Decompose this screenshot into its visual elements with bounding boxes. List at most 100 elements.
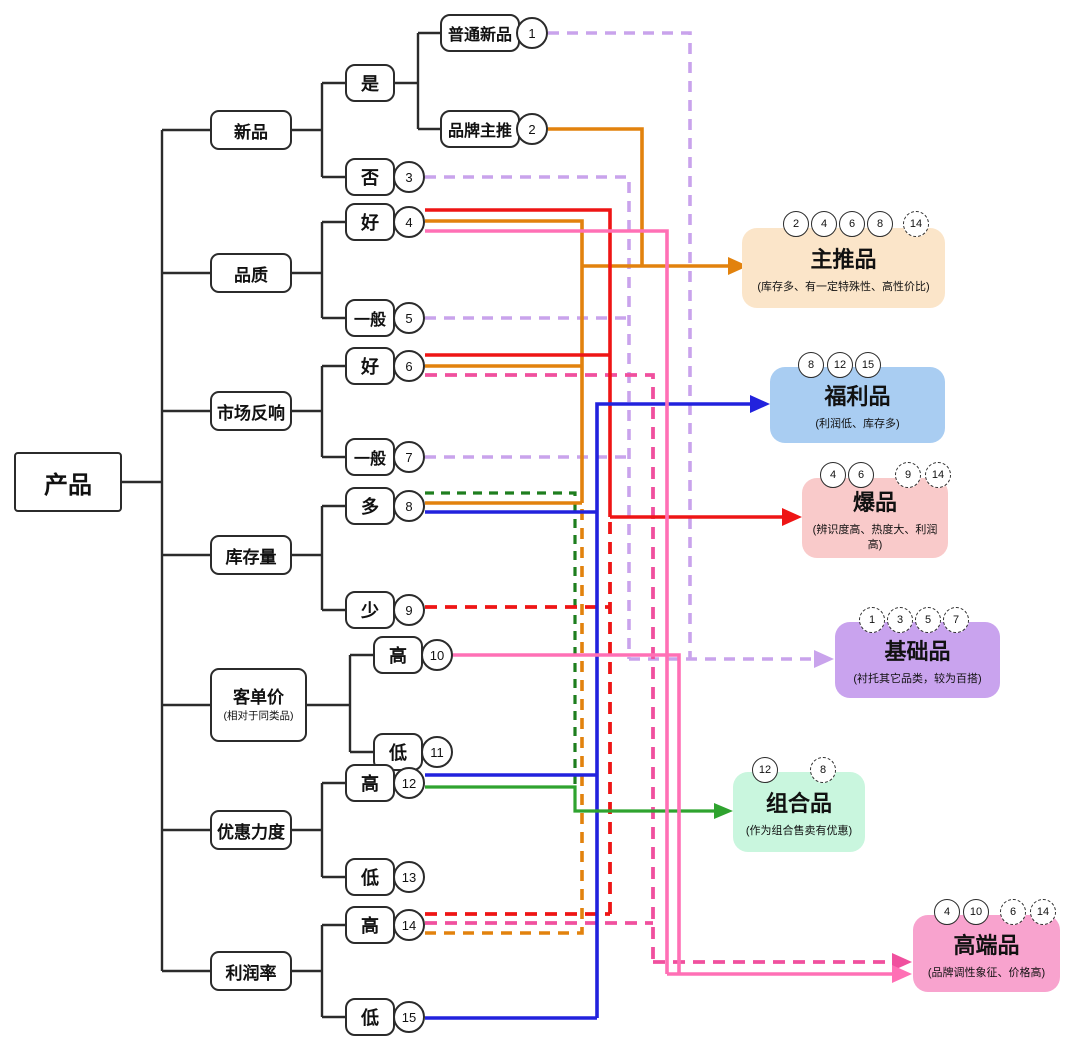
node-profit-low: 低: [345, 998, 395, 1036]
category-subtitle: (库存多、有一定特殊性、高性价比): [757, 281, 930, 294]
node-price-high: 高: [373, 636, 423, 674]
node-number: 7: [405, 449, 413, 465]
node-number: 8: [405, 498, 413, 514]
branch-quality: 品质: [210, 253, 292, 293]
node-number: 1: [528, 25, 536, 41]
node-label: 多: [361, 497, 379, 517]
node-label: 少: [361, 601, 379, 621]
badge-4: 4: [811, 211, 837, 237]
node-brand-push: 品牌主推: [440, 110, 520, 148]
category-title: 基础品: [884, 639, 951, 665]
category-title: 高端品: [953, 932, 1020, 958]
branch-discount: 优惠力度: [210, 810, 292, 850]
category-hot: 爆品 (辨识度高、热度大、利润高): [802, 478, 948, 558]
node-number-15: 15: [393, 1001, 425, 1033]
category-welfare: 福利品 (利润低、库存多): [770, 367, 945, 443]
node-number-14: 14: [393, 909, 425, 941]
arrowhead-mainpush: [728, 257, 748, 275]
branch-label: 优惠力度: [217, 822, 285, 842]
category-title: 组合品: [765, 791, 832, 817]
badge-8: 8: [798, 352, 824, 378]
node-market-normal: 一般: [345, 438, 395, 476]
tree-connectors: [122, 31, 440, 1019]
branch-label: 库存量: [225, 547, 277, 567]
node-number: 14: [401, 917, 417, 933]
badge-12: 12: [827, 352, 853, 378]
node-label: 品牌主推: [447, 123, 512, 140]
node-number: 6: [405, 358, 413, 374]
node-number-3: 3: [393, 161, 425, 193]
wire-mainpush-orange: [425, 127, 732, 505]
category-subtitle: (辨识度高、热度大、利润高): [812, 524, 938, 551]
node-ordinary-new: 普通新品: [440, 14, 520, 52]
node-number-8: 8: [393, 490, 425, 522]
branch-market-response: 市场反响: [210, 391, 292, 431]
category-subtitle: (作为组合售卖有优惠): [745, 825, 853, 838]
node-market-good: 好: [345, 347, 395, 385]
node-discount-low: 低: [345, 858, 395, 896]
badge-6: 6: [848, 462, 874, 488]
arrowhead-basic: [814, 650, 834, 668]
node-number: 10: [429, 647, 445, 663]
branch-note: (相对于同类品): [223, 710, 294, 723]
branch-label: 客单价: [233, 687, 284, 707]
badge-8-dashed: 8: [810, 757, 836, 783]
category-subtitle: (衬托其它品类，较为百搭): [853, 673, 982, 686]
branch-inventory: 库存量: [210, 535, 292, 575]
branch-new-product: 新品: [210, 110, 292, 150]
category-subtitle: (品牌调性象征、价格高): [927, 966, 1046, 979]
node-label: 低: [389, 743, 407, 763]
node-yes: 是: [345, 64, 395, 102]
branch-label: 利润率: [225, 963, 277, 983]
arrowhead-highend-dashed: [892, 953, 912, 971]
badge-6-dashed: 6: [1000, 899, 1026, 925]
category-basic: 基础品 (衬托其它品类，较为百搭): [835, 622, 1000, 698]
root-node-product: 产品: [14, 452, 122, 512]
wire-basic-purple-dashed: [425, 31, 818, 661]
node-label: 否: [361, 168, 379, 188]
badge-14-dashed: 14: [925, 462, 951, 488]
badge-4: 4: [820, 462, 846, 488]
branch-label: 新品: [234, 122, 268, 142]
category-title: 爆品: [852, 490, 897, 516]
node-number-2: 2: [516, 113, 548, 145]
badge-1-dashed: 1: [859, 607, 885, 633]
category-combo: 组合品 (作为组合售卖有优惠): [733, 772, 865, 852]
badge-7-dashed: 7: [943, 607, 969, 633]
node-number: 2: [528, 121, 536, 137]
node-label: 低: [361, 868, 379, 888]
wire-hot-red: [425, 208, 786, 519]
node-inventory-few: 少: [345, 591, 395, 629]
node-number-4: 4: [393, 206, 425, 238]
arrowhead-combo: [714, 803, 733, 819]
node-quality-normal: 一般: [345, 299, 395, 337]
branch-label: 市场反响: [217, 403, 285, 423]
badge-6: 6: [839, 211, 865, 237]
badge-10: 10: [963, 899, 989, 925]
badge-14-dashed: 14: [903, 211, 929, 237]
node-quality-good: 好: [345, 203, 395, 241]
arrowhead-welfare: [750, 395, 770, 413]
wire-combo-green: [425, 785, 717, 813]
node-label: 低: [361, 1008, 379, 1028]
node-label: 一般: [353, 451, 386, 468]
node-number: 3: [405, 169, 413, 185]
arrowhead-highend: [892, 965, 912, 983]
node-label: 好: [361, 357, 379, 377]
wire-combo-green-dashed: [425, 491, 577, 787]
node-inventory-many: 多: [345, 487, 395, 525]
node-number-5: 5: [393, 302, 425, 334]
badge-15: 15: [855, 352, 881, 378]
node-number: 9: [405, 602, 413, 618]
badge-12: 12: [752, 757, 778, 783]
wire-hot-red-dashed: [425, 517, 612, 916]
node-number-9: 9: [393, 594, 425, 626]
branch-profit-margin: 利润率: [210, 951, 292, 991]
node-no: 否: [345, 158, 395, 196]
node-number: 12: [401, 775, 417, 791]
node-number-11: 11: [421, 736, 453, 768]
node-label: 高: [361, 774, 379, 794]
node-label: 高: [389, 646, 407, 666]
branch-label: 品质: [234, 265, 268, 285]
